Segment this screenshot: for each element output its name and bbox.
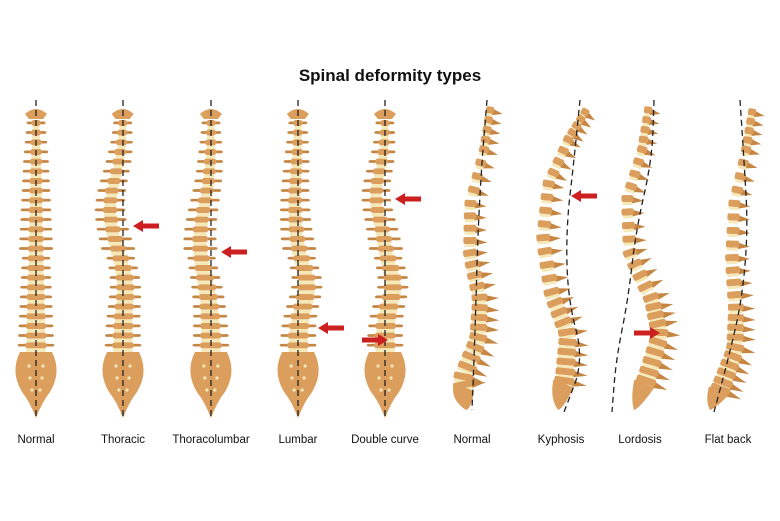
spine-thoracolumbar [183, 100, 247, 418]
label-lordosis: Lordosis [618, 434, 662, 446]
spine-normal-front [15, 100, 57, 418]
axis-line [471, 99, 488, 411]
red-arrow-icon [571, 190, 597, 202]
red-arrow-icon [133, 220, 159, 232]
diagram-title: Spinal deformity types [298, 66, 482, 85]
spine-lordosis [611, 99, 681, 413]
label-normal-front: Normal [17, 434, 55, 446]
red-arrow-icon [395, 193, 421, 205]
spine-flat-back [707, 99, 765, 413]
red-arrow-icon [362, 334, 388, 346]
spine-double-curve [361, 100, 421, 418]
spine-lumbar [277, 100, 344, 418]
label-kyphosis: Kyphosis [537, 434, 585, 446]
spine-kyphosis [536, 99, 597, 413]
label-thoracic: Thoracic [100, 434, 146, 446]
label-thoracolumbar: Thoracolumbar [172, 434, 250, 446]
label-normal-side: Normal [453, 434, 491, 446]
label-flat-back: Flat back [704, 434, 752, 446]
label-lumbar: Lumbar [278, 434, 318, 446]
axis-line [713, 99, 748, 413]
red-arrow-icon [318, 322, 344, 334]
axis-line [563, 99, 581, 413]
red-arrow-icon [634, 327, 660, 339]
spine-thoracic [94, 100, 159, 418]
axis-line [611, 99, 655, 413]
red-arrow-icon [221, 246, 247, 258]
spine-normal-side [452, 99, 503, 411]
label-double-curve: Double curve [351, 434, 419, 446]
